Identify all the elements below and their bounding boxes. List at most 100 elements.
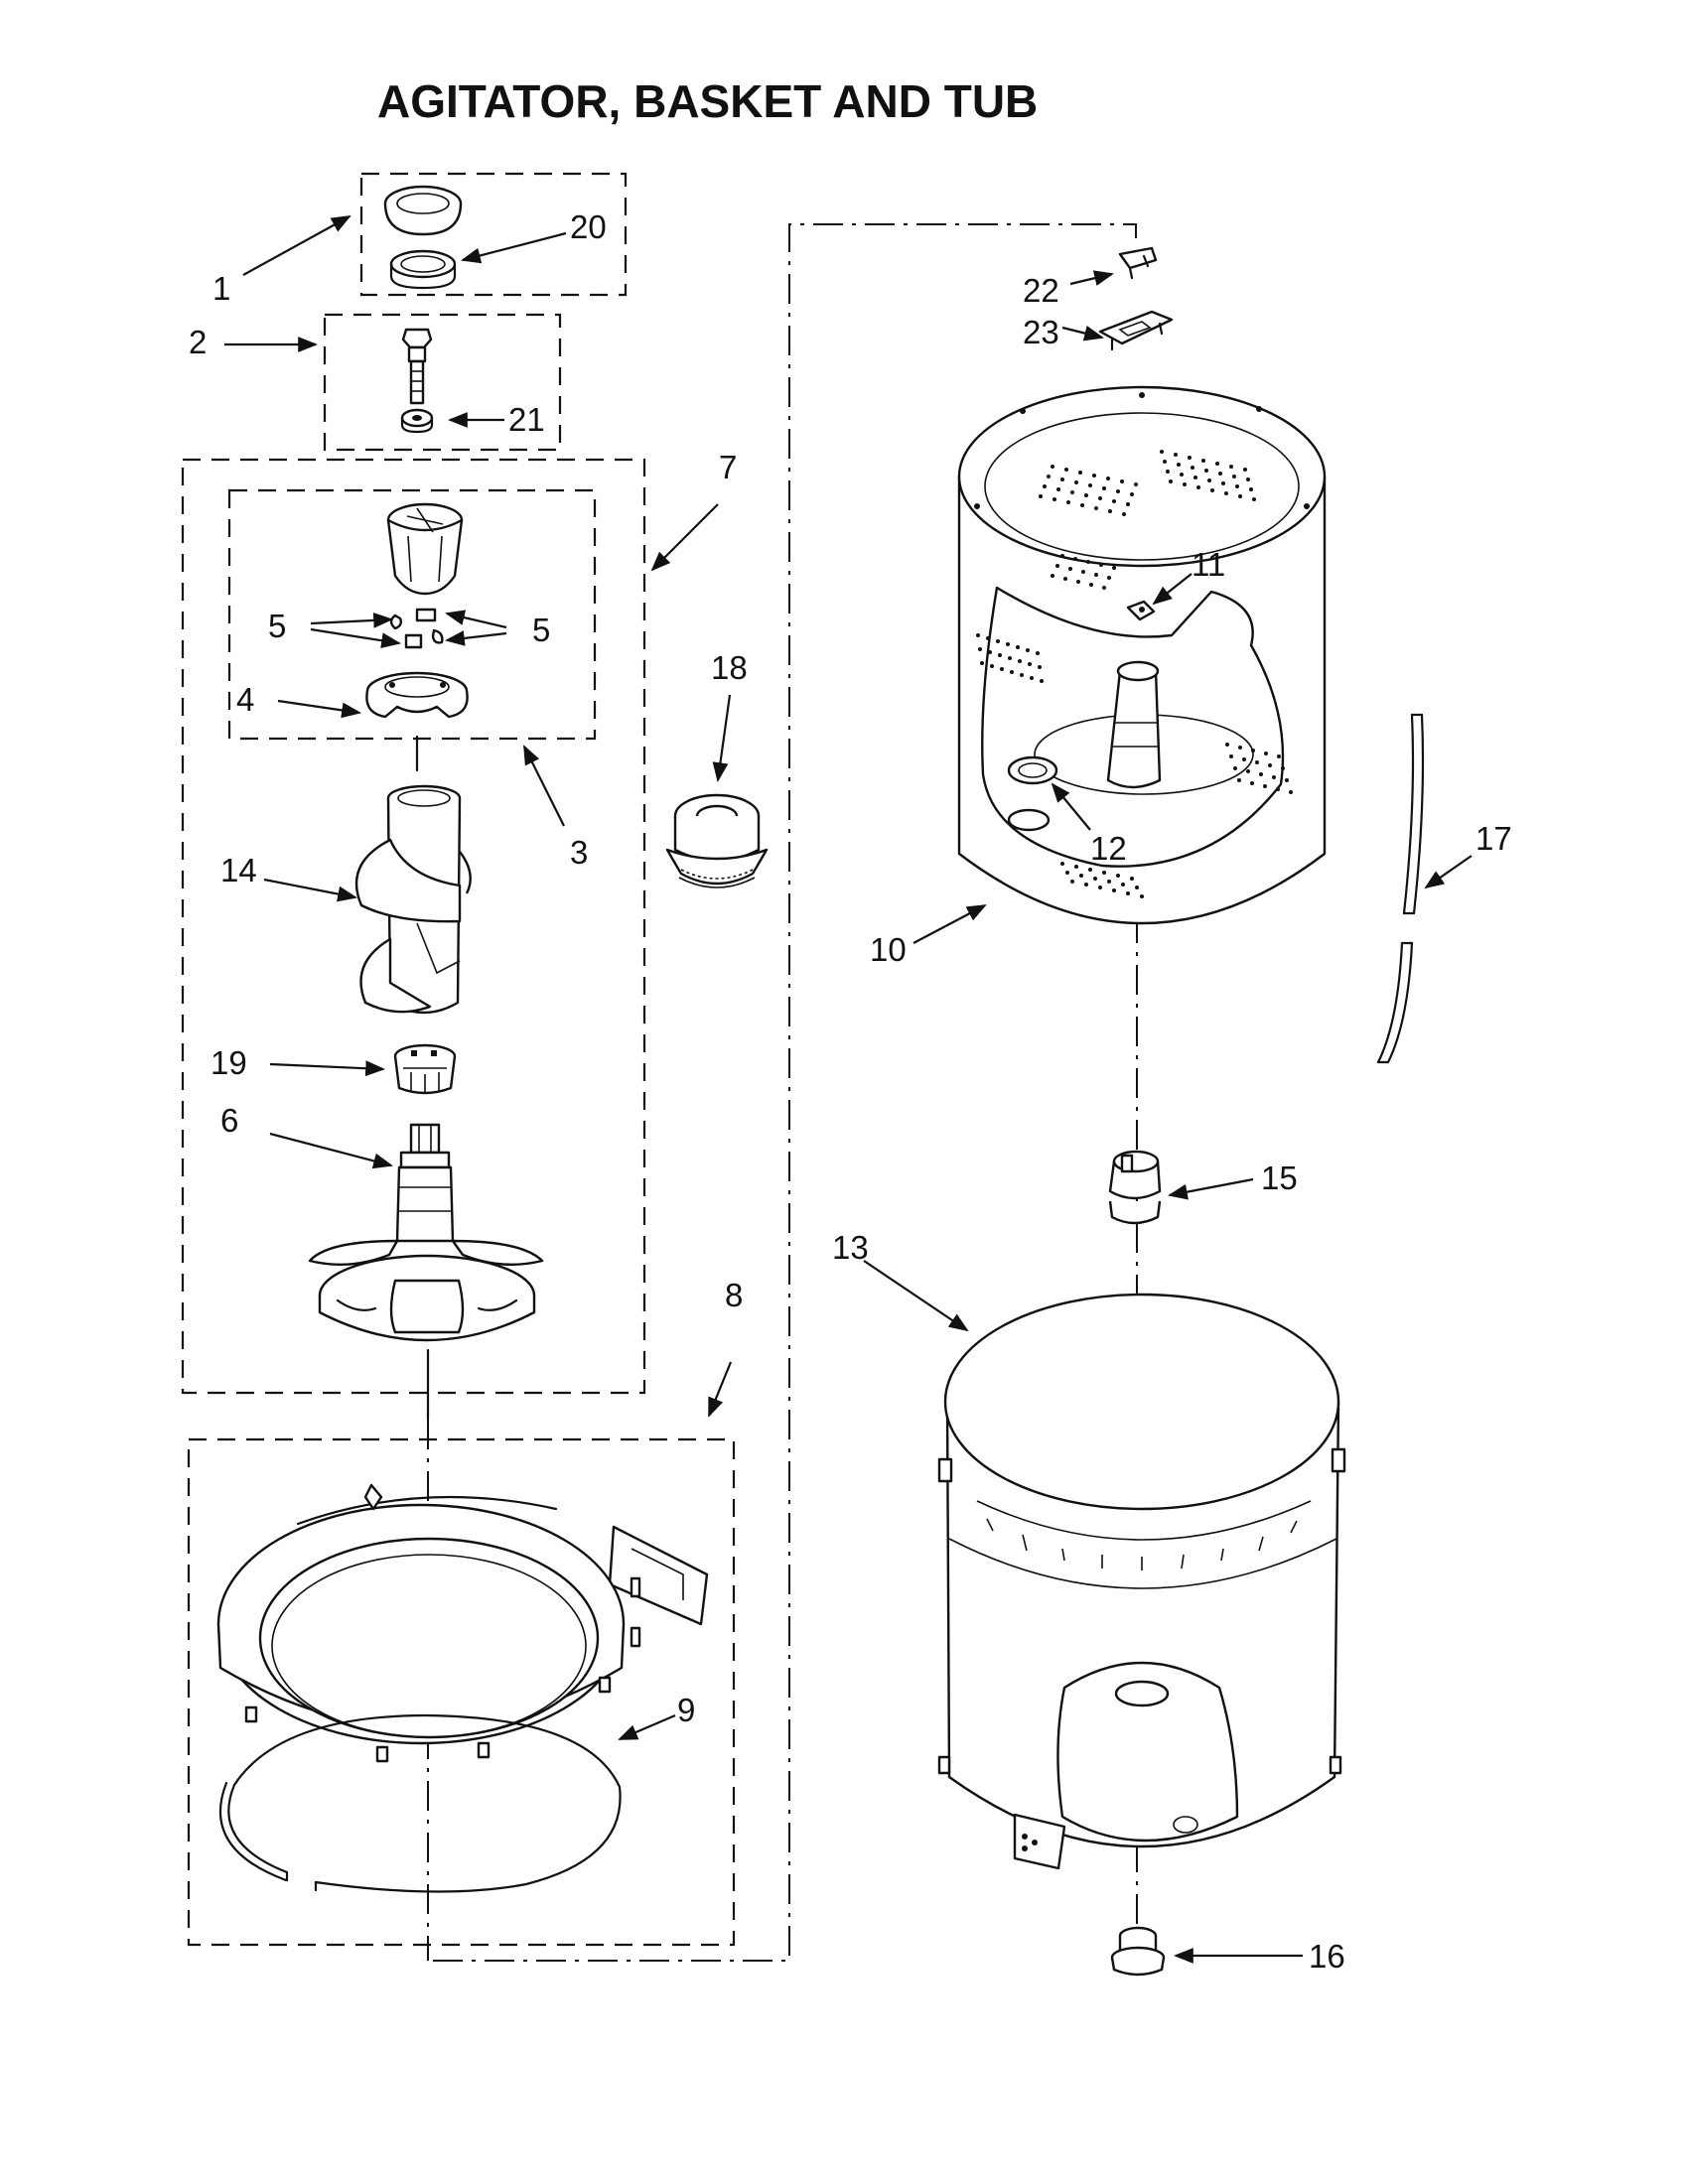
group-box-1-20 bbox=[359, 172, 628, 297]
perforation-dot bbox=[1074, 480, 1078, 484]
perforation-dot bbox=[1263, 784, 1267, 788]
perforation-dot bbox=[1068, 567, 1072, 571]
perforation-dot bbox=[1051, 574, 1054, 578]
perforation-dot bbox=[1252, 497, 1256, 501]
callout-4: 4 bbox=[236, 681, 254, 718]
snap-ring-part bbox=[218, 1713, 622, 1893]
perforation-dot bbox=[1140, 894, 1144, 898]
callout-10: 10 bbox=[870, 931, 907, 968]
washer-part bbox=[400, 408, 434, 434]
perforation-dot bbox=[1130, 877, 1134, 881]
perforation-dot bbox=[1191, 466, 1194, 470]
perforation-dot bbox=[1135, 886, 1139, 889]
perforation-dot bbox=[1242, 757, 1246, 761]
callout-1: 1 bbox=[212, 270, 230, 307]
clip-part bbox=[1118, 246, 1158, 280]
agitator-auger-part bbox=[354, 784, 472, 1015]
perforation-dot bbox=[1099, 563, 1103, 567]
agitator-bolt-part bbox=[401, 328, 433, 405]
callout-22: 22 bbox=[1023, 272, 1059, 309]
perforation-dot bbox=[1088, 868, 1092, 872]
perforation-dot bbox=[1060, 862, 1064, 866]
perforation-dot bbox=[1121, 883, 1125, 887]
callout-6: 6 bbox=[220, 1102, 238, 1139]
perforation-dot bbox=[1268, 763, 1272, 767]
perforation-dot bbox=[1120, 479, 1124, 483]
perforation-dot bbox=[1074, 865, 1078, 869]
perforation-dot bbox=[1126, 891, 1130, 895]
perforation-dot bbox=[1232, 475, 1236, 478]
perforation-dot bbox=[1106, 477, 1110, 480]
group-box-3 bbox=[227, 488, 597, 741]
callout-9: 9 bbox=[677, 1692, 695, 1728]
perforation-dot bbox=[1000, 667, 1004, 671]
wash-basket-part bbox=[957, 385, 1327, 925]
perforation-dot bbox=[1204, 469, 1208, 473]
callout-8: 8 bbox=[725, 1277, 743, 1313]
perforation-dot bbox=[1010, 670, 1014, 674]
callout-2: 2 bbox=[189, 324, 207, 360]
perforation-dot bbox=[990, 664, 994, 668]
perforation-dot bbox=[978, 647, 982, 651]
perforation-dot bbox=[1277, 754, 1281, 758]
perforation-dot bbox=[1193, 476, 1197, 479]
perforation-dot bbox=[1107, 880, 1111, 884]
perforation-dot bbox=[1201, 459, 1205, 463]
perforation-dot bbox=[1060, 478, 1064, 481]
agitator-cam-part bbox=[386, 502, 464, 596]
perforation-dot bbox=[1094, 573, 1098, 577]
perforation-dot bbox=[1188, 456, 1192, 460]
perforation-dot bbox=[1251, 749, 1255, 752]
callout-11: 11 bbox=[1192, 546, 1225, 583]
perforation-dot bbox=[1079, 874, 1083, 878]
perforation-dot bbox=[1098, 886, 1102, 889]
perforation-dot bbox=[1086, 560, 1090, 564]
perforation-dot bbox=[1112, 499, 1116, 503]
perforation-dot bbox=[1229, 754, 1233, 758]
group-box-8 bbox=[187, 1437, 736, 1947]
perforation-dot bbox=[1080, 503, 1084, 507]
perforation-dot bbox=[986, 636, 990, 640]
callout-15: 15 bbox=[1261, 1160, 1298, 1196]
perforation-dot bbox=[998, 653, 1002, 657]
callout-12: 12 bbox=[1090, 830, 1127, 867]
perforation-dot bbox=[1183, 482, 1187, 486]
page-title: AGITATOR, BASKET AND TUB bbox=[377, 75, 1038, 127]
perforation-dot bbox=[1052, 497, 1056, 501]
perforation-dot bbox=[1238, 746, 1242, 750]
perforation-dot bbox=[1224, 491, 1228, 495]
perforation-dot bbox=[1272, 775, 1276, 779]
perforation-dot bbox=[1107, 576, 1111, 580]
perforation-dot bbox=[1028, 662, 1032, 666]
group-box-7 bbox=[181, 458, 646, 1395]
perforation-dot bbox=[1130, 492, 1134, 496]
perforation-dot bbox=[1078, 471, 1082, 475]
perforation-dot bbox=[1073, 557, 1077, 561]
basket-perforations bbox=[976, 450, 1293, 898]
perforation-dot bbox=[1264, 751, 1268, 755]
perforation-dot bbox=[1038, 665, 1042, 669]
perforation-dot bbox=[1112, 566, 1116, 570]
perforation-dot bbox=[1102, 586, 1106, 590]
perforation-dot bbox=[1089, 583, 1093, 587]
perforation-dot bbox=[1102, 871, 1106, 875]
callout-17: 17 bbox=[1475, 820, 1512, 857]
perforation-dot bbox=[1235, 484, 1239, 488]
callout-19: 19 bbox=[210, 1044, 247, 1081]
perforation-dot bbox=[988, 650, 992, 654]
perforation-dot bbox=[1122, 512, 1126, 516]
perforation-dot bbox=[1112, 888, 1116, 892]
drive-bell-part bbox=[393, 1043, 457, 1095]
callout-21: 21 bbox=[508, 401, 545, 438]
perforation-dot bbox=[1006, 642, 1010, 646]
perforation-dot bbox=[1285, 778, 1289, 782]
perforation-dot bbox=[1116, 874, 1120, 878]
perforation-dot bbox=[1246, 478, 1250, 481]
perforation-dot bbox=[1108, 509, 1112, 513]
tub-seal-part bbox=[665, 793, 769, 888]
perforation-dot bbox=[1070, 880, 1074, 884]
perforation-dot bbox=[1088, 483, 1092, 487]
perforation-dot bbox=[1160, 450, 1164, 454]
callout-3: 3 bbox=[570, 834, 588, 871]
